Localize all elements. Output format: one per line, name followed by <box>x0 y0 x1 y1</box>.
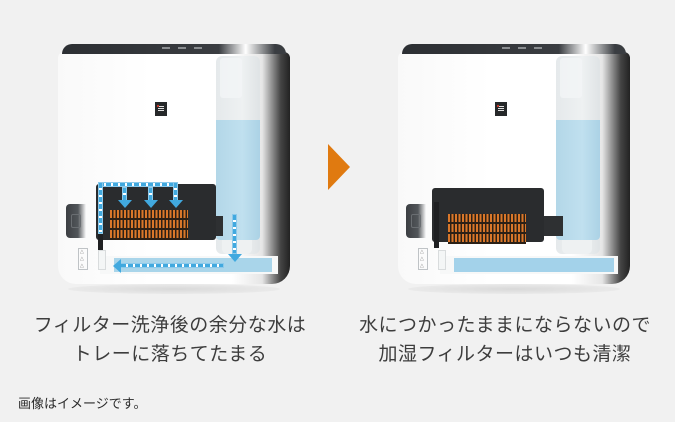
tank-foot <box>562 240 592 254</box>
side-vent <box>66 204 86 238</box>
humidifier-illustration <box>398 44 630 294</box>
flow-arrow-right-down <box>173 182 178 202</box>
filter-handle <box>434 202 439 248</box>
arrow-left-icon <box>113 259 121 273</box>
control-panel <box>62 44 286 54</box>
arrow-down-icon <box>144 200 158 208</box>
water-tank <box>556 56 600 254</box>
control-panel <box>402 44 626 54</box>
tank-cap <box>220 58 242 98</box>
caption-line: 水につかったままにならないので <box>359 314 651 336</box>
brand-logo-icon <box>495 102 507 116</box>
flow-arrow-top <box>98 182 178 187</box>
caption-after: 水につかったままにならないので 加湿フィルターはいつも清潔 <box>335 311 675 369</box>
arrow-down-icon <box>118 200 132 208</box>
tank-foot <box>222 240 252 254</box>
water-level-gauge-icon <box>78 248 88 270</box>
humidifier-filter <box>448 214 526 244</box>
unit-shadow <box>68 284 280 294</box>
filter-base <box>543 216 563 236</box>
tank-water <box>216 120 260 240</box>
control-buttons <box>162 47 212 50</box>
tank-water <box>556 120 600 240</box>
caption-line: フィルター洗浄後の余分な水は <box>33 314 307 336</box>
caption-line: 加湿フィルターはいつも清潔 <box>378 343 632 365</box>
caption-before: フィルター洗浄後の余分な水は トレーに落ちてたまる <box>0 311 340 369</box>
humidifier-filter <box>110 210 188 240</box>
flow-arrow-tray <box>120 263 224 268</box>
unit-shadow <box>408 284 620 294</box>
flow-arrow-left-up <box>98 182 103 234</box>
humidifier-illustration <box>58 44 290 294</box>
float <box>438 250 446 270</box>
next-arrow-icon <box>328 144 350 190</box>
water-tank <box>216 56 260 254</box>
brand-logo-icon <box>155 102 167 116</box>
caption-line: トレーに落ちてたまる <box>72 343 268 365</box>
image-disclaimer: 画像はイメージです。 <box>18 397 147 412</box>
flow-arrow-mid-1 <box>122 187 127 201</box>
arrow-down-icon <box>228 254 242 262</box>
tray-water <box>454 258 614 272</box>
panel-before <box>0 0 300 300</box>
flow-arrow-tank-down <box>232 214 237 254</box>
flow-arrow-mid-2 <box>148 187 153 201</box>
panel-after <box>340 0 640 300</box>
tank-cap <box>560 58 582 98</box>
side-vent <box>406 204 426 238</box>
water-level-gauge-icon <box>418 248 428 270</box>
control-buttons <box>502 47 552 50</box>
arrow-down-icon <box>169 200 183 208</box>
float <box>98 250 106 270</box>
